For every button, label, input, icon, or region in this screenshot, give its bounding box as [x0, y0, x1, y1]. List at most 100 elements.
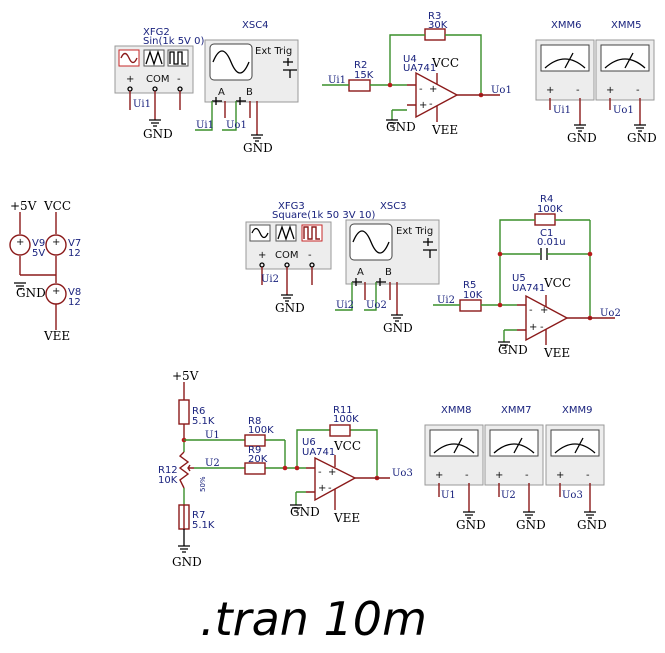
schematic-label: -: [328, 483, 332, 494]
schematic-label: 10K: [463, 290, 483, 301]
schematic-label: Ext Trig: [396, 226, 433, 237]
xfg2-minus-label: -: [177, 74, 181, 85]
schematic-label: -: [318, 467, 322, 478]
schematic-label: XMM9: [562, 405, 592, 416]
resistor-r4[interactable]: [534, 213, 556, 226]
gnd-symbol: GND: [275, 294, 305, 315]
multimeter-xmm9[interactable]: XMM9 + -: [545, 405, 605, 512]
schematic-label: -: [636, 85, 640, 96]
schematic-label: +: [546, 85, 554, 96]
schematic-label: R7: [192, 510, 205, 521]
schematic-label: XMM8: [441, 405, 471, 416]
divider-network[interactable]: +5V R6 5.1K R12 10K 50% R7 5.1K GND: [158, 369, 215, 569]
function-generator-xfg3[interactable]: XFG3 Square(1k 50 3V 10) + COM -: [245, 201, 375, 295]
schematic-label: GND: [577, 518, 607, 532]
schematic-label: +: [556, 470, 564, 481]
potentiometer-r12[interactable]: [178, 451, 190, 489]
resistor-r5[interactable]: [459, 299, 482, 312]
net-label-uo1-scope: Uo1: [226, 120, 247, 131]
voltage-source-v7[interactable]: [45, 234, 67, 256]
schematic-label: U1: [205, 430, 220, 441]
schematic-label: GND: [516, 518, 546, 532]
schematic-label: VCC: [43, 199, 71, 213]
xsc3-trace-icon: [352, 230, 390, 254]
simulation-directive[interactable]: .tran 10m: [200, 592, 427, 646]
schematic-label: 50%: [199, 476, 207, 492]
schematic-label: 20K: [248, 454, 268, 465]
gnd-symbol: GND: [386, 119, 416, 134]
schematic-label: -: [586, 470, 590, 481]
schematic-label: +: [258, 250, 266, 261]
opamp-u6[interactable]: R8 100K R9 20K R11 100K U6 UA741 - + + -: [184, 405, 390, 510]
meter-needle-icon: [433, 437, 475, 454]
schematic-label: GND: [172, 555, 202, 569]
meter-needle-icon: [604, 52, 646, 69]
schematic-label: GND: [383, 321, 413, 335]
resistor-r9[interactable]: [244, 462, 266, 475]
gnd-symbol: GND: [243, 134, 273, 155]
schematic-label: GND: [275, 301, 305, 315]
net-label-ui1: Ui1: [133, 99, 151, 110]
schematic-label: 100K: [248, 425, 274, 436]
triangle-wave-icon: [277, 224, 295, 242]
vee-label: VEE: [431, 123, 458, 137]
multimeter-xmm7[interactable]: XMM7 + -: [484, 405, 544, 512]
schematic-label: VEE: [333, 511, 360, 525]
oscilloscope-xsc3[interactable]: XSC3 Ext Trig A B: [335, 201, 440, 315]
schematic-label: Ui2: [437, 295, 455, 306]
resistor-r2[interactable]: [348, 79, 371, 92]
opamp-u5[interactable]: R4 100K C1 0.01u R5 10K U5 UA741 - + + -: [433, 194, 615, 345]
schematic-label: GND: [498, 343, 528, 357]
power-supplies[interactable]: +5V VCC + V9 5V + V7 12 GND + V8 12 VEE: [9, 199, 81, 343]
schematic-label: XMM6: [551, 20, 581, 31]
schematic-label: V8: [68, 287, 81, 298]
schematic-label: A: [218, 87, 225, 98]
gnd-symbol: GND: [383, 314, 413, 335]
schematic-label: UA741: [302, 447, 335, 458]
schematic-label: VEE: [43, 329, 70, 343]
multimeter-xmm6[interactable]: XMM6 + -: [535, 20, 595, 125]
schematic-label: 5V: [32, 248, 45, 259]
schematic-label: +: [16, 237, 24, 248]
sine-wave-icon: [251, 227, 269, 239]
capacitor-c1[interactable]: [540, 248, 548, 260]
schematic-label: Uo1: [613, 105, 634, 116]
multimeter-xmm8[interactable]: XMM8 + -: [424, 405, 484, 512]
schematic-label: 5.1K: [192, 520, 215, 531]
voltage-source-v9[interactable]: [9, 234, 31, 256]
meter-needle-icon: [493, 437, 535, 454]
schematic-label: R2: [354, 60, 367, 71]
function-generator-xfg2[interactable]: XFG2 Sin(1k 5V 0) + COM -: [114, 27, 204, 120]
schematic-label: Uo3: [562, 490, 583, 501]
schematic-label: UA741: [512, 283, 545, 294]
gnd-symbol: GND: [567, 124, 597, 145]
schematic-label: +5V: [172, 369, 199, 383]
xfg2-plus-label: +: [126, 74, 134, 85]
xsc4-ext-trig: Ext Trig: [255, 46, 292, 57]
schematic-label: -: [576, 85, 580, 96]
resistor-r8[interactable]: [244, 434, 266, 447]
opamp-u4[interactable]: R3 30K R2 15K U4 UA741 - + + -: [322, 11, 500, 122]
schematic-label: XMM7: [501, 405, 531, 416]
schematic-label: 30K: [428, 20, 448, 31]
schematic-label: 5.1K: [192, 416, 215, 427]
net-label-ui1-input: Ui1: [328, 75, 346, 86]
schematic-label: GND: [567, 131, 597, 145]
schematic-label: -: [308, 250, 312, 261]
multimeter-xmm5[interactable]: XMM5 + -: [595, 20, 655, 125]
schematic-label: -: [429, 99, 433, 110]
resistor-r11[interactable]: [329, 424, 351, 437]
schematic-label: XFG3: [278, 201, 305, 212]
schematic-label: Uo2: [600, 308, 621, 319]
schematic-label: +: [606, 85, 614, 96]
schematic-label: R8: [248, 416, 261, 427]
schematic-label: U2: [501, 490, 516, 501]
schematic-label: -: [525, 470, 529, 481]
meter-needle-icon: [554, 437, 596, 454]
resistor-r6[interactable]: [178, 399, 190, 425]
schematic-label: B: [385, 267, 392, 278]
schematic-label: 10K: [158, 475, 178, 486]
oscilloscope-xsc4[interactable]: XSC4 Ext Trig A B: [195, 20, 299, 135]
schematic-label: -: [529, 305, 533, 316]
